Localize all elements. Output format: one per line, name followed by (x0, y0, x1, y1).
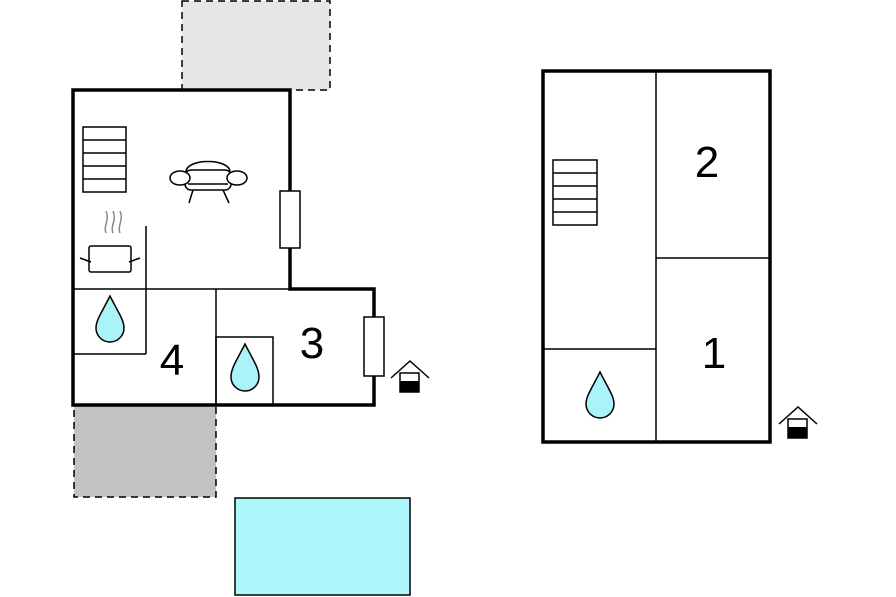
left-building-interior-walls (73, 226, 374, 406)
water-drop-icon (230, 342, 260, 392)
room-number-3: 3 (300, 319, 324, 368)
room-number-2: 2 (695, 138, 719, 187)
window-icon (363, 316, 385, 377)
room-number-1: 1 (702, 329, 726, 378)
stairs-icon (552, 159, 598, 226)
water-drop-icon (585, 370, 615, 419)
window-icon (279, 190, 301, 249)
entrance-icon (390, 359, 430, 393)
stairs-icon (82, 126, 127, 193)
swimming-pool (234, 497, 411, 596)
cooking-pot-icon (79, 210, 141, 273)
water-drop-icon (95, 294, 125, 343)
entrance-icon (778, 405, 818, 439)
sofa-icon (169, 160, 248, 204)
room-number-4: 4 (160, 336, 184, 385)
terrace-top (181, 0, 331, 91)
terrace-bottom (73, 404, 217, 498)
right-building-interior-walls (543, 71, 770, 442)
